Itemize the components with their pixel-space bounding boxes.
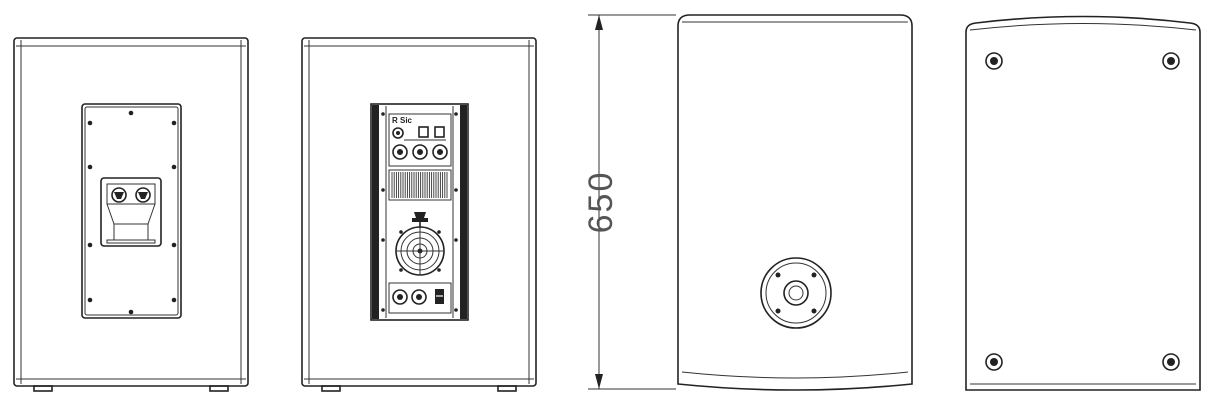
grille-view <box>965 15 1201 391</box>
front-view <box>677 14 913 391</box>
input-cup <box>100 177 162 247</box>
power-in-connector-icon <box>392 289 408 305</box>
xlr-input-icon <box>412 144 428 160</box>
pole-mount-socket-icon <box>760 257 832 329</box>
input-section <box>388 113 452 167</box>
volume-knob-icon <box>392 127 404 139</box>
passive-speaker-rear-view <box>13 37 249 392</box>
height-dimension: 650 <box>582 14 676 390</box>
power-section <box>388 282 452 314</box>
connector-plate <box>81 103 182 319</box>
mounting-bolt-icon <box>1162 52 1180 70</box>
foot-right <box>209 385 229 392</box>
mounting-bolt-icon <box>1162 353 1180 371</box>
active-speaker-rear-view: R Sic <box>301 37 537 392</box>
mounting-bolt-icon <box>985 353 1003 371</box>
speakon-connector-icon <box>135 187 151 203</box>
switch-icon <box>434 126 445 138</box>
switch-icon <box>418 126 429 138</box>
foot-left <box>321 385 341 392</box>
foot-right <box>497 385 517 392</box>
cooling-fan-icon <box>395 226 445 276</box>
power-out-connector-icon <box>411 289 427 305</box>
amplifier-panel: R Sic <box>370 103 469 321</box>
xlr-output-icon <box>432 144 448 160</box>
xlr-input-icon <box>392 144 408 160</box>
speakon-connector-icon <box>111 187 127 203</box>
mounting-bolt-icon <box>985 52 1003 70</box>
heat-sink-vent <box>388 169 452 201</box>
height-dimension-label: 650 <box>582 171 620 234</box>
ground-symbol-icon <box>412 212 428 222</box>
foot-left <box>33 385 53 392</box>
amp-brand-text: R Sic <box>392 116 413 125</box>
